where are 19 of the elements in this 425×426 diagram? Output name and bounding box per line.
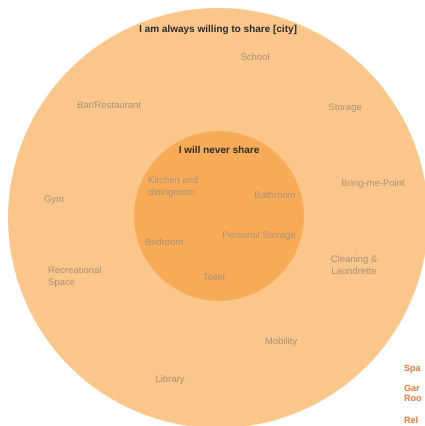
circle-heading: I am always willing to share [city]: [139, 24, 297, 36]
category-label: Personal Storage: [222, 230, 296, 242]
category-label: Gym: [44, 194, 64, 206]
category-label: Recreational Space: [48, 265, 102, 289]
category-label: Bathroom: [254, 190, 296, 202]
category-label: Storage: [328, 102, 362, 114]
circle-heading: I will never share: [178, 145, 260, 157]
category-label: Toilet: [202, 272, 226, 284]
category-label: Bar/Restaurant: [77, 100, 141, 112]
category-label: Mobility: [264, 336, 298, 348]
side-note: Gar Roo: [404, 383, 422, 403]
category-label: Bring-me-Point: [341, 178, 405, 190]
category-label: Kitchen and diningroom: [148, 175, 200, 199]
category-label: Cleaning & Laundrette: [330, 254, 378, 278]
side-note: Rel: [404, 415, 420, 425]
category-label: Library: [155, 374, 185, 386]
category-label: School: [240, 52, 270, 64]
side-note: Spa: [404, 363, 422, 373]
category-label: Bedroom: [144, 237, 184, 249]
